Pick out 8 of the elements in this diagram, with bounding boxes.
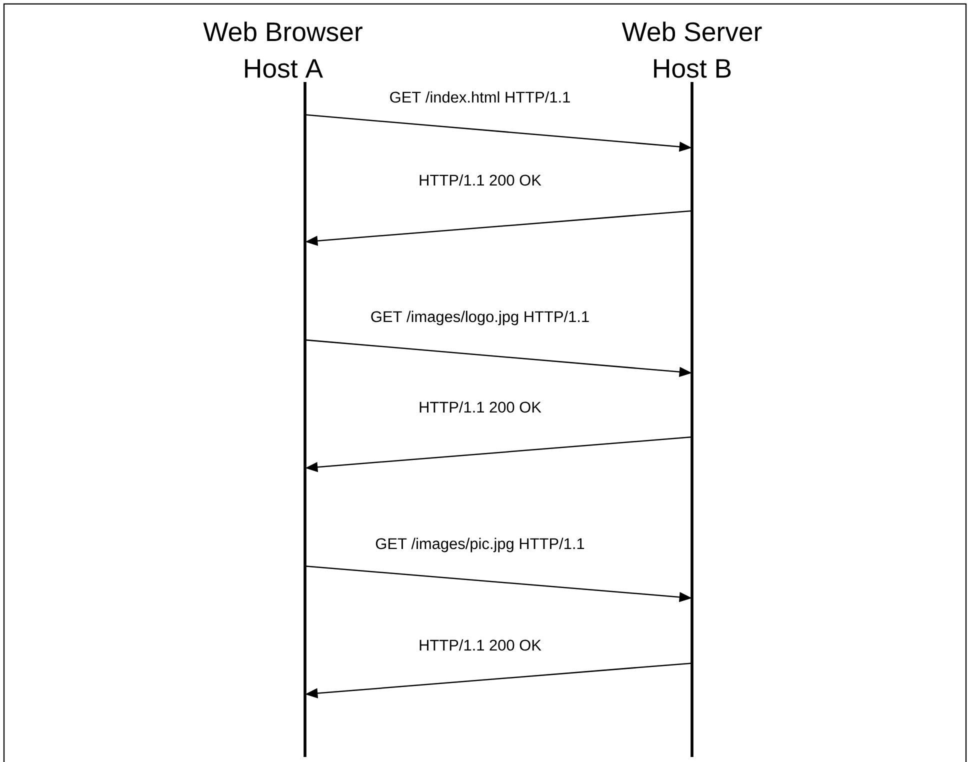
edge-label: GET /images/pic.jpg HTTP/1.1 xyxy=(374,536,586,554)
edge-label: HTTP/1.1 200 OK xyxy=(417,172,543,188)
participant-label: Web Server Host B xyxy=(622,22,762,78)
edge-label: HTTP/1.1 200 OK xyxy=(417,400,543,414)
participant-label: Web Browser Host A xyxy=(203,22,362,78)
edge-label: GET /images/logo.jpg HTTP/1.1 xyxy=(369,309,591,327)
edge-label: GET /index.html HTTP/1.1 xyxy=(388,90,572,104)
edge-label: HTTP/1.1 200 OK xyxy=(417,638,543,652)
